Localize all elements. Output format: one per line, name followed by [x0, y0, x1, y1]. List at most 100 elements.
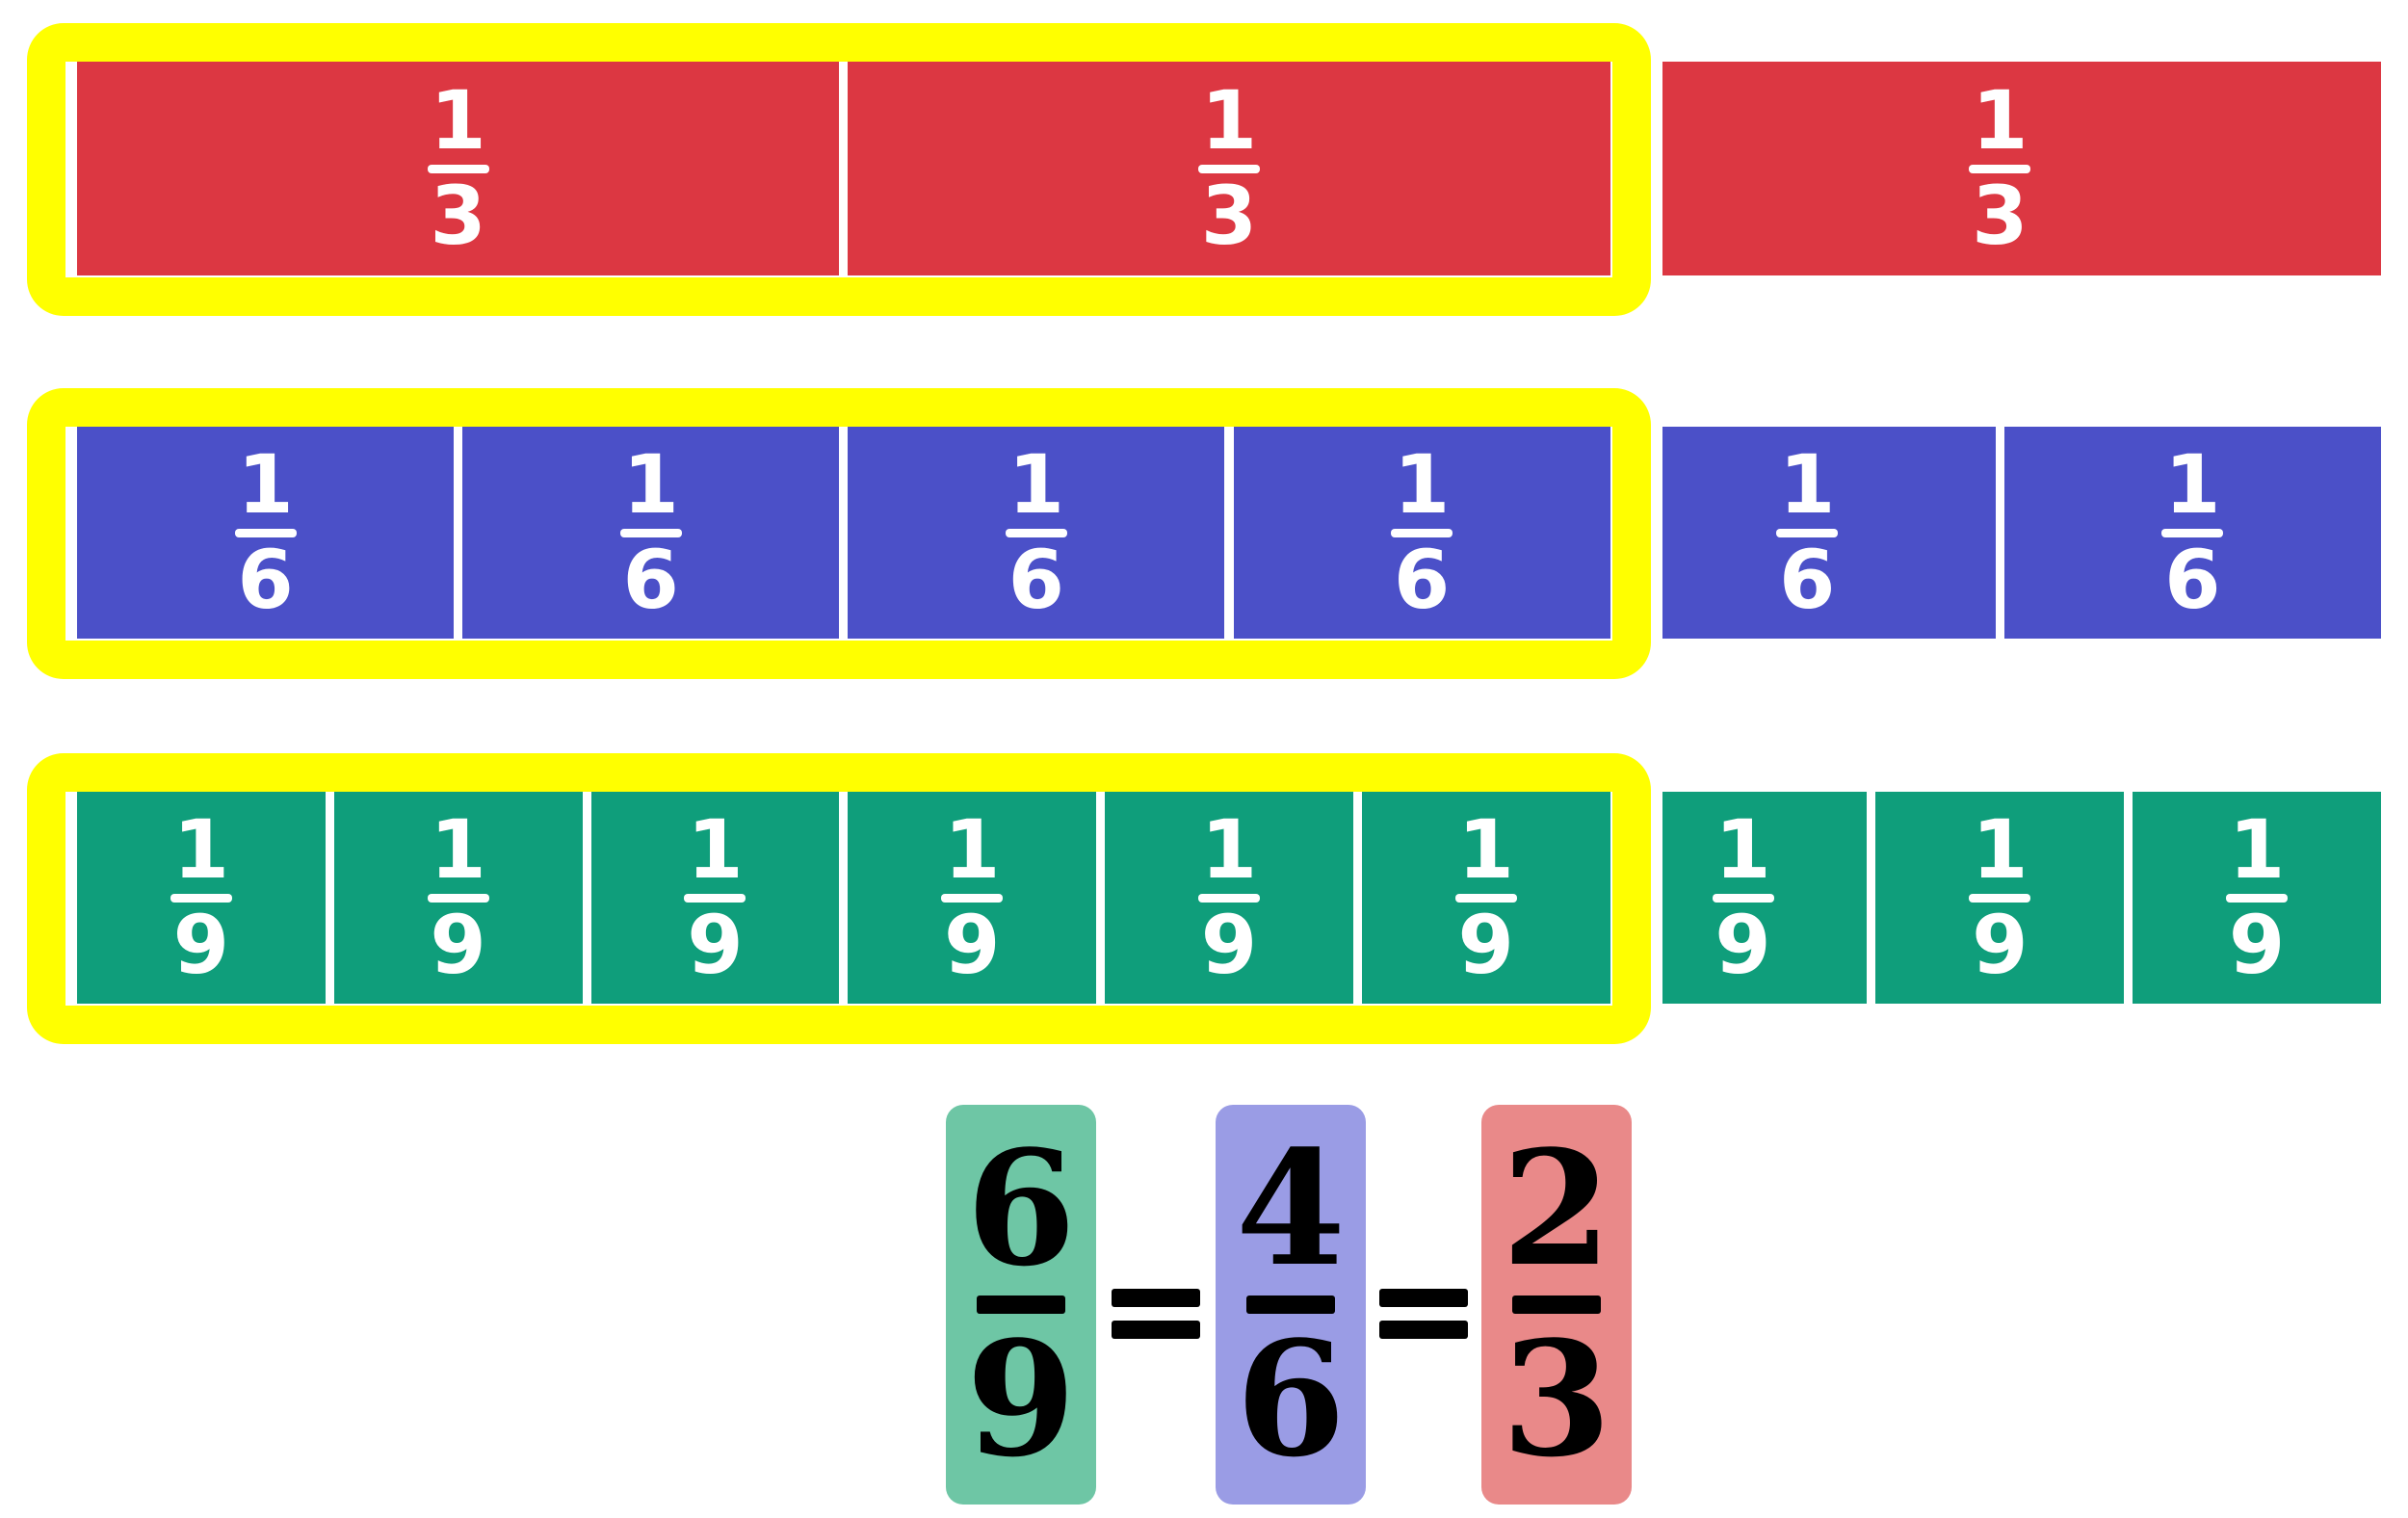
- highlight-outline-sixths: [27, 388, 1651, 679]
- fraction-denominator: 9: [687, 897, 744, 992]
- fraction-bar: [1712, 893, 1774, 903]
- fraction-denominator: 6: [1779, 532, 1836, 627]
- fraction-denominator: 9: [430, 897, 486, 992]
- equals-bar-bottom: [1112, 1321, 1200, 1339]
- equation-denominator: 3: [1501, 1306, 1612, 1492]
- fraction-denominator: 6: [2164, 532, 2221, 627]
- fraction-bar: [1969, 893, 2031, 903]
- fraction-denominator: 9: [1457, 897, 1514, 992]
- fraction-bar: [234, 528, 297, 537]
- fraction-bar: [941, 893, 1004, 903]
- fraction-numerator: 1: [1393, 437, 1451, 533]
- fraction-numerator: 1: [1200, 802, 1258, 898]
- fraction-bar: [1969, 164, 2031, 173]
- equation-denominator: 9: [965, 1306, 1077, 1492]
- fraction-denominator: 6: [1008, 532, 1065, 627]
- fraction-denominator: 6: [622, 532, 679, 627]
- fraction-bar: [2226, 893, 2289, 903]
- fraction-denominator: 6: [1393, 532, 1451, 627]
- fraction-bar: [427, 164, 489, 173]
- fraction-numerator: 1: [1200, 73, 1258, 169]
- fraction-bar: [1454, 893, 1517, 903]
- fraction-denominator: 9: [943, 897, 1001, 992]
- equation-numerator: 6: [965, 1115, 1077, 1302]
- fraction-numerator: 1: [687, 802, 744, 898]
- fraction-pill-4-6: 4 6: [1216, 1105, 1366, 1505]
- equals-sign: [1112, 1289, 1200, 1339]
- fraction-numerator: 1: [1972, 802, 2028, 898]
- fraction-numerator: 1: [2228, 802, 2286, 898]
- fraction-bar: [1197, 893, 1260, 903]
- fraction-denominator: 9: [1972, 897, 2028, 992]
- fraction-bar: [1776, 528, 1839, 537]
- fraction-pill-2-3: 2 3: [1481, 1105, 1632, 1505]
- fraction-numerator: 1: [943, 802, 1001, 898]
- fraction-numerator: 1: [2164, 437, 2221, 533]
- fraction-numerator: 1: [1714, 802, 1771, 898]
- fraction-bar: [977, 1296, 1065, 1314]
- fraction-numerator: 1: [1779, 437, 1836, 533]
- fraction-denominator: 9: [2228, 897, 2286, 992]
- fraction-numerator: 1: [1457, 802, 1514, 898]
- fraction-pill-6-9: 6 9: [946, 1105, 1096, 1505]
- fraction-numerator: 1: [1008, 437, 1065, 533]
- equals-bar-top: [1112, 1289, 1200, 1307]
- fraction-numerator: 1: [172, 802, 230, 898]
- fraction-bar: [619, 528, 682, 537]
- fraction-denominator: 9: [1200, 897, 1258, 992]
- fraction-bar: [684, 893, 746, 903]
- equals-bar-top: [1379, 1289, 1468, 1307]
- fraction-denominator: 3: [1200, 168, 1258, 263]
- fraction-numerator: 1: [1972, 73, 2028, 169]
- equation-denominator: 6: [1235, 1306, 1347, 1492]
- fraction-denominator: 9: [1714, 897, 1771, 992]
- fraction-bar: [170, 893, 232, 903]
- fraction-bar: [1246, 1296, 1335, 1314]
- fraction-denominator: 3: [430, 168, 486, 263]
- fraction-bar: [1197, 164, 1260, 173]
- fraction-denominator: 6: [237, 532, 294, 627]
- fraction-bar: [1005, 528, 1067, 537]
- equation-numerator: 2: [1501, 1115, 1612, 1302]
- highlight-outline-ninths: [27, 753, 1651, 1044]
- equals-bar-bottom: [1379, 1321, 1468, 1339]
- fraction-bar: [427, 893, 489, 903]
- equals-sign: [1379, 1289, 1468, 1339]
